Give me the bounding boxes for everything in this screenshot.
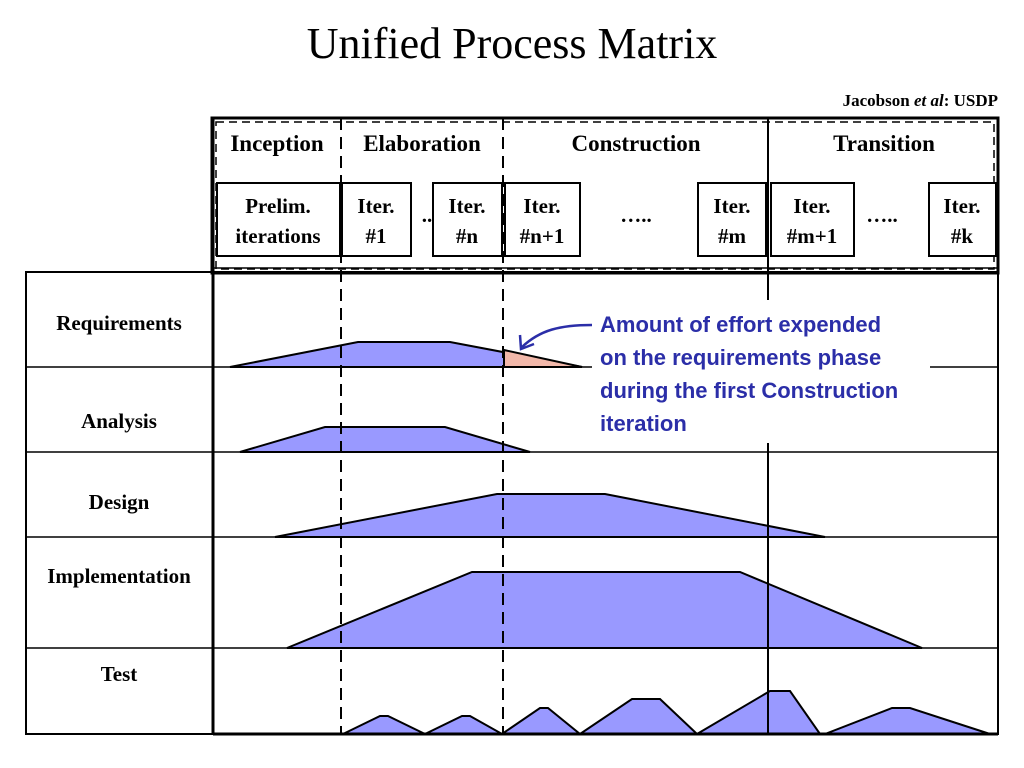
workflow-label-requirements: Requirements (56, 311, 182, 335)
annotation-arrow (518, 323, 593, 351)
slide-title: Unified Process Matrix (306, 19, 718, 68)
test-effort-shape (342, 690, 991, 736)
annotation-line-3: during the first Construction (600, 378, 899, 403)
workflow-label-design: Design (89, 490, 150, 514)
iteration-m1-line2: #m+1 (787, 224, 837, 248)
iteration-1-line1: Iter. (357, 194, 394, 218)
iteration-n-line1: Iter. (448, 194, 485, 218)
requirements-construction-highlight (503, 348, 583, 368)
ellipsis-construction: ….. (620, 203, 652, 227)
effort-shapes (229, 341, 991, 736)
credit-etal: et al (913, 91, 944, 110)
iteration-m-line2: #m (718, 224, 747, 248)
iteration-box-1 (341, 182, 412, 257)
iteration-box-m1 (770, 182, 855, 257)
iteration-boxes (216, 182, 997, 257)
ellipsis-between-1-n: .. (422, 203, 433, 227)
phase-label-elaboration: Elaboration (363, 131, 481, 156)
iteration-box-k (928, 182, 997, 257)
annotation-arrow-head (518, 334, 535, 351)
iteration-k-line1: Iter. (943, 194, 980, 218)
phase-label-inception: Inception (230, 131, 324, 156)
iteration-m-line1: Iter. (713, 194, 750, 218)
credit-source: : USDP (943, 91, 998, 110)
ellipsis-transition: ….. (866, 203, 898, 227)
annotation-line-4: iteration (600, 411, 687, 436)
iteration-box-prelim (216, 182, 341, 257)
phase-label-construction: Construction (571, 131, 700, 156)
workflow-label-implementation: Implementation (47, 564, 191, 588)
phase-label-transition: Transition (833, 131, 935, 156)
credit-author: Jacobson (842, 91, 914, 110)
iteration-box-m (697, 182, 767, 257)
source-credit: Jacobson et al: USDP (843, 91, 998, 111)
iteration-n-line2: #n (456, 224, 479, 248)
analysis-effort-shape (239, 426, 531, 453)
iteration-k-line2: #k (951, 224, 974, 248)
design-effort-shape (274, 493, 826, 538)
annotation-backdrop (592, 300, 930, 443)
workflow-label-analysis: Analysis (81, 409, 157, 433)
iteration-prelim-line1: Prelim. (245, 194, 311, 218)
iteration-box-n (432, 182, 503, 257)
iteration-1-line2: #1 (366, 224, 387, 248)
annotation-line-2: on the requirements phase (600, 345, 882, 370)
iteration-n1-line2: #n+1 (520, 224, 565, 248)
implementation-effort-shape (286, 571, 923, 649)
annotation-arrow-shaft (521, 323, 593, 348)
iteration-prelim-line2: iterations (235, 224, 320, 248)
annotation-line-1: Amount of effort expended (600, 312, 882, 337)
iteration-box-n1 (504, 182, 581, 257)
iteration-n1-line1: Iter. (523, 194, 560, 218)
effort-annotation: Amount of effort expended on the require… (600, 308, 930, 440)
iteration-m1-line1: Iter. (793, 194, 830, 218)
workflow-label-test: Test (101, 662, 138, 686)
